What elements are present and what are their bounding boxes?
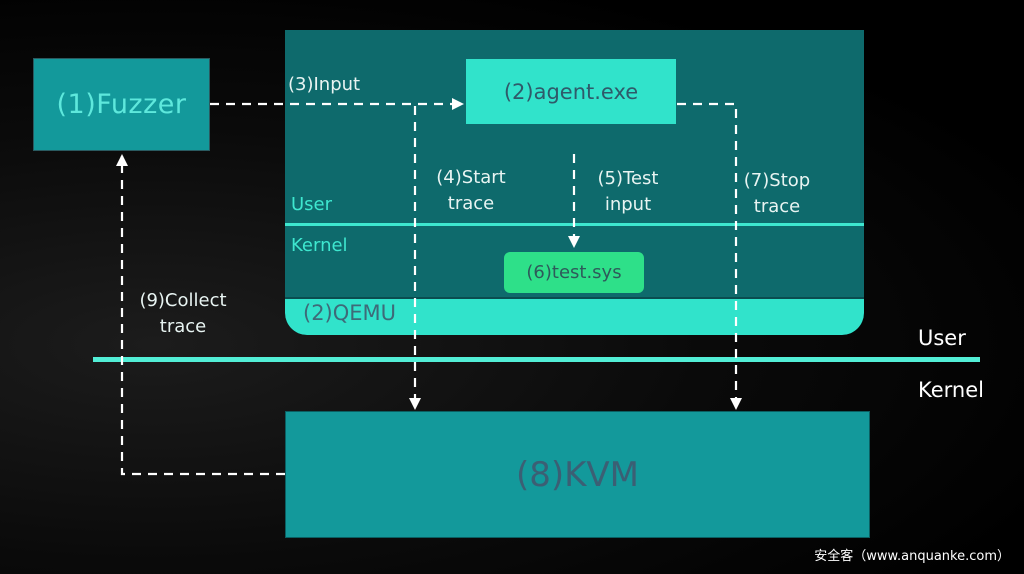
fuzzer-box: (1)Fuzzer [33, 58, 210, 151]
agent-label: (2)agent.exe [503, 79, 639, 104]
stop-trace-edge-label: (7)Stop trace [736, 168, 818, 220]
collect-trace-arrow [116, 154, 285, 476]
test-input-line2: input [604, 194, 652, 215]
stop-trace-line1: (7)Stop [743, 170, 811, 191]
outer-user-kernel-divider [93, 357, 980, 362]
outer-kernel-label: Kernel [918, 378, 984, 402]
kvm-label: (8)KVM [515, 454, 640, 495]
qemu-bar: (2)QEMU [285, 297, 864, 335]
agent-box: (2)agent.exe [466, 59, 676, 124]
input-label: (3)Input [288, 74, 361, 95]
collect-trace-edge-label: (9)Collect trace [128, 288, 238, 340]
test-input-edge-label: (5)Test input [588, 166, 668, 218]
fuzzer-label: (1)Fuzzer [56, 89, 187, 120]
watermark: 安全客（www.anquanke.com） [814, 549, 1010, 564]
outer-user-label: User [918, 326, 966, 350]
collect-trace-line2: trace [159, 316, 207, 337]
test-sys-label: (6)test.sys [526, 262, 622, 283]
start-trace-edge-label: (4)Start trace [426, 165, 516, 217]
collect-trace-line1: (9)Collect [139, 290, 227, 311]
start-trace-line2: trace [447, 193, 495, 214]
inner-kernel-label: Kernel [291, 235, 348, 256]
inner-user-label: User [291, 194, 333, 215]
qemu-label: (2)QEMU [303, 301, 397, 325]
test-input-line1: (5)Test [597, 168, 659, 189]
test-sys-box: (6)test.sys [504, 252, 644, 293]
stop-trace-arrow [677, 102, 742, 410]
input-edge-label: (3)Input [288, 72, 360, 98]
stop-trace-line2: trace [753, 196, 801, 217]
start-trace-line1: (4)Start [436, 167, 506, 188]
kvm-box: (8)KVM [285, 411, 870, 538]
